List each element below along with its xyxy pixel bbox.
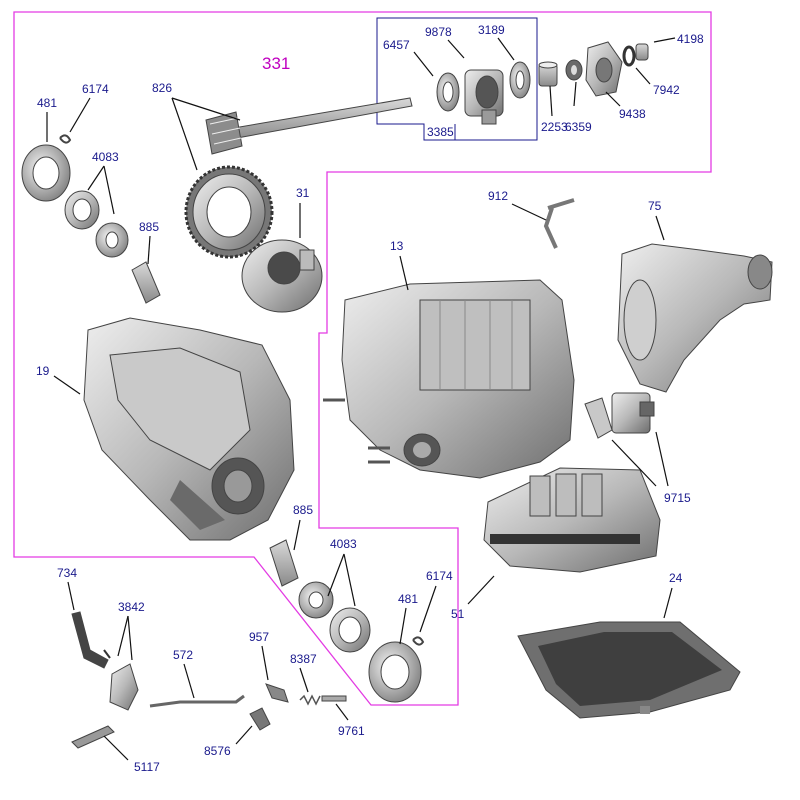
ring-gear-826 — [184, 165, 274, 259]
differential-31 — [241, 239, 323, 313]
race-4083-bot — [329, 607, 371, 653]
valve-body-51 — [483, 467, 661, 573]
label-885-top: 885 — [139, 220, 159, 234]
bracket-5117 — [71, 725, 115, 749]
bearing-3189 — [509, 61, 531, 99]
sleeve-2253 — [538, 61, 558, 87]
extension-75 — [617, 243, 773, 393]
clip-6174-bot — [412, 636, 425, 646]
label-9438: 9438 — [619, 107, 646, 121]
label-9715: 9715 — [664, 491, 691, 505]
nut-4198 — [635, 43, 649, 61]
label-51: 51 — [451, 607, 465, 621]
lever-734 — [71, 611, 109, 669]
label-2253: 2253 — [541, 120, 568, 134]
label-6359: 6359 — [565, 120, 592, 134]
seal-6359 — [565, 59, 583, 81]
group-label-331: 331 — [262, 54, 290, 73]
label-4198: 4198 — [677, 32, 704, 46]
bearing-4083-bot — [298, 581, 334, 619]
label-734: 734 — [57, 566, 77, 580]
race-4083-top — [64, 190, 100, 230]
stub-885-bot — [269, 539, 299, 587]
label-6174-bot: 6174 — [426, 569, 453, 583]
label-19: 19 — [36, 364, 50, 378]
clip-6174-top — [59, 134, 72, 144]
label-9761: 9761 — [338, 724, 365, 738]
clip-8576 — [249, 707, 271, 731]
gasket-9715 — [584, 397, 613, 439]
label-885-bot: 885 — [293, 503, 313, 517]
solenoid-9715 — [611, 392, 655, 434]
group-3385-box — [376, 17, 538, 141]
label-6174-top: 6174 — [82, 82, 109, 96]
leader-lines — [46, 37, 676, 761]
label-957: 957 — [249, 630, 269, 644]
label-5117: 5117 — [134, 760, 160, 774]
label-912: 912 — [488, 189, 508, 203]
oring-7942 — [622, 45, 636, 67]
label-7942: 7942 — [653, 83, 680, 97]
label-9878: 9878 — [425, 25, 452, 39]
label-481-top: 481 — [37, 96, 57, 110]
adapter-9438 — [585, 41, 623, 97]
label-31: 31 — [296, 186, 310, 200]
part-labels: 6457 9878 3189 4198 7942 9438 6359 2253 … — [36, 23, 704, 774]
label-4083-top: 4083 — [92, 150, 119, 164]
label-4083-bot: 4083 — [330, 537, 357, 551]
label-8576: 8576 — [204, 744, 231, 758]
shaft-826 — [205, 97, 413, 155]
rod-572 — [149, 694, 245, 708]
label-6457: 6457 — [383, 38, 410, 52]
label-24: 24 — [669, 571, 683, 585]
housing-9878 — [464, 69, 504, 125]
tube-912 — [543, 198, 575, 249]
housing-19 — [83, 317, 295, 541]
case-13 — [323, 279, 575, 479]
oil-pan-24 — [517, 621, 741, 719]
plate-3842 — [103, 649, 139, 711]
bearing-6457 — [436, 72, 460, 112]
group-331-outline — [13, 11, 712, 706]
stub-885-top — [131, 261, 161, 304]
label-13: 13 — [390, 239, 404, 253]
spring-8387 — [299, 694, 321, 706]
label-75: 75 — [648, 199, 662, 213]
lever-957 — [265, 683, 289, 703]
label-8387: 8387 — [290, 652, 317, 666]
group-label-3385: 3385 — [427, 125, 454, 139]
label-481-bot: 481 — [398, 592, 418, 606]
label-572: 572 — [173, 648, 193, 662]
label-826: 826 — [152, 81, 172, 95]
bearing-481-bot — [368, 641, 422, 703]
pin-9761 — [321, 695, 347, 702]
label-3189: 3189 — [478, 23, 505, 37]
bearing-4083-top — [95, 222, 129, 258]
label-3842: 3842 — [118, 600, 145, 614]
bearing-481-top — [21, 144, 71, 202]
